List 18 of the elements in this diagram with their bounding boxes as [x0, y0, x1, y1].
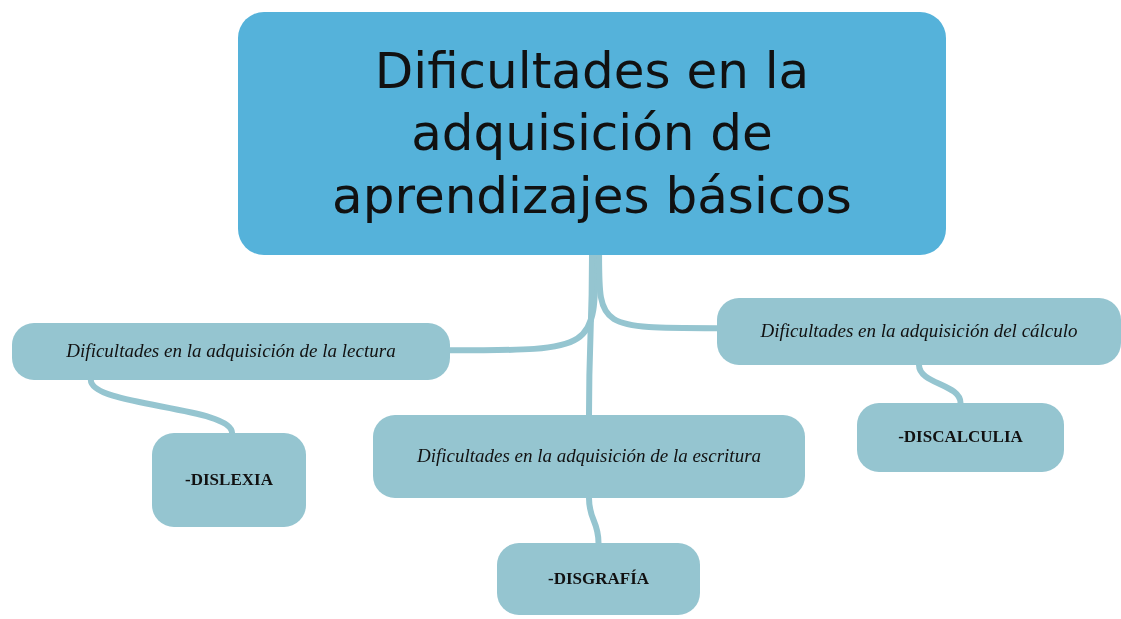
node-text: Dificultades en la adquisición de la escritura — [416, 445, 762, 468]
node-text: -DISGRAFÍA — [547, 568, 650, 590]
node-text: -DISLEXIA — [185, 469, 273, 491]
connector-line — [916, 362, 964, 406]
node-text: Dificultades en la adquisición de la lectura — [66, 340, 396, 363]
connector-line — [87, 377, 236, 436]
connector-line — [586, 495, 602, 546]
connector-line — [586, 252, 595, 418]
node-text: Dificultades en la adquisición de aprendizajes básicos — [331, 40, 853, 227]
topic-box — [497, 543, 700, 615]
topic-box — [717, 298, 1121, 365]
topic-box — [857, 403, 1064, 472]
topic-box — [12, 323, 450, 380]
topic-box — [373, 415, 805, 498]
topic-box — [152, 433, 306, 527]
node-text: Dificultades en la adquisición del cálculo — [760, 320, 1078, 343]
title-box — [238, 12, 946, 255]
node-text: -DISCALCULIA — [898, 427, 1023, 448]
